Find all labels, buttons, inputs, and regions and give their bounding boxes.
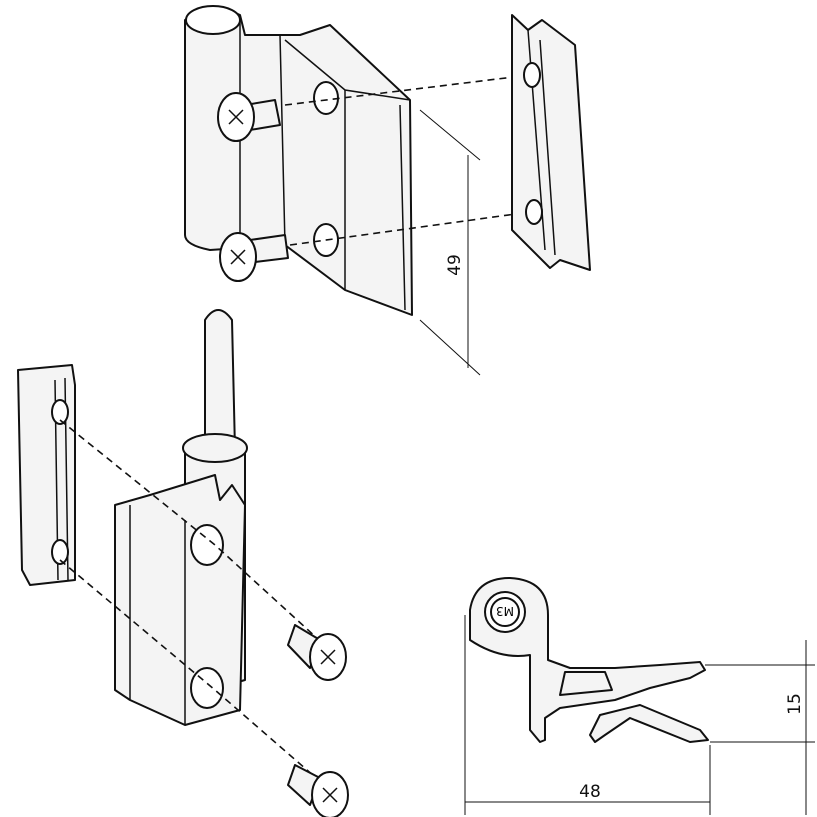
upper-frame-plate bbox=[511, 14, 591, 271]
lower-frame-plate bbox=[17, 364, 76, 586]
lower-screw-1 bbox=[287, 624, 347, 681]
upper-screw-2 bbox=[219, 223, 339, 282]
screw-marking: M3 bbox=[496, 604, 514, 618]
profile-cross-section: M3 bbox=[469, 577, 709, 743]
dimension-48-label: 48 bbox=[579, 782, 601, 802]
dimension-15-label: 15 bbox=[785, 693, 805, 715]
dimension-15: 15 bbox=[705, 640, 815, 815]
upper-screw-1 bbox=[217, 81, 339, 142]
upper-hinge-leaf bbox=[184, 5, 413, 316]
dimension-48: 48 bbox=[464, 615, 711, 815]
lower-screw-2 bbox=[287, 764, 349, 817]
lower-hinge-leaf bbox=[114, 474, 246, 726]
dimension-49-label: 49 bbox=[445, 254, 465, 276]
dimension-49: 49 bbox=[419, 109, 481, 376]
